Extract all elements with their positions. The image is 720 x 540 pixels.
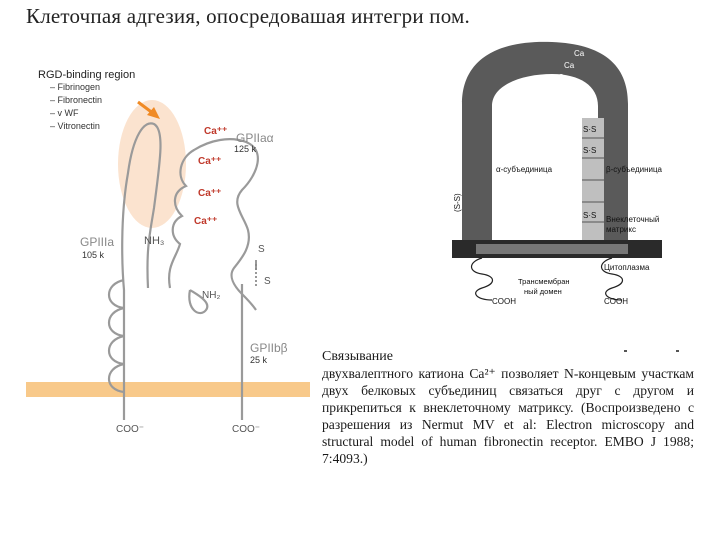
nh3-label: NH₃ [144,235,164,247]
membrane-inner [476,244,628,254]
caption-body: двухвалептного катиона Ca²⁺ позволяет N-… [322,366,694,466]
tm-label-1: Трансмембран [518,277,570,286]
matrix-label-2: матрикс [606,225,636,234]
page-title: Клеточпая адгезия, опосредовашая интегри… [26,4,470,28]
gp2b-alpha-tail [188,289,209,315]
alpha-label: α-субъединица [496,165,553,174]
caption-heading: Связывание [322,349,393,364]
gp3a-chain [121,122,162,420]
separator-dot-2 [676,350,679,352]
beta-tail-coil [600,257,624,301]
gp3a-label: GPIIIa [80,235,114,249]
arch-ca-2: Ca [564,61,575,70]
integrin-arch-diagram: Ca Ca Ca S·S S·S S·S (S-S) α-субъединица… [452,41,663,306]
s-label-1: S [258,244,265,255]
beta-subunit [582,118,604,240]
coo-label-left: COO⁻ [116,424,144,435]
beta-label: β-субъединица [606,165,663,174]
gp2b-alpha-chain [168,138,259,311]
ca-label-4: Ca⁺⁺ [194,216,217,227]
cooh-right: COOH [604,297,628,306]
alpha-subunit-arch [462,41,628,241]
separator-dot [624,350,627,352]
gp2b-alpha-label: GPIIaα [236,131,274,145]
ss-side-label: (S-S) [453,193,462,212]
alpha-tail-coil [470,257,494,301]
cytoplasm-label: Цитоплазма [604,263,650,272]
gp3a-mass: 105 k [82,250,105,260]
cell-membrane [26,382,310,397]
arch-ca-3: Ca [558,73,569,82]
figure-caption: Связывание двухвалептного катиона Ca²⁺ п… [322,348,694,467]
s-label-2: S [264,276,271,287]
integrin-chain-diagram: RGD-binding region – Fibrinogen – Fibron… [26,69,310,435]
ca-label-2: Ca⁺⁺ [198,156,221,167]
ss-label-1: S·S [583,125,596,134]
tm-label-2: ный домен [524,287,562,296]
gp2b-beta-label: GPIIbβ [250,341,288,355]
cooh-left: COOH [492,297,516,306]
gp3a-coil [107,278,125,394]
ligand-fibronectin: – Fibronectin [50,95,102,105]
ligand-vwf: – v WF [50,108,79,118]
rgd-binding-region [118,100,186,228]
matrix-label-1: Внеклеточный [606,215,659,224]
ca-label-3: Ca⁺⁺ [198,188,221,199]
ss-label-2: S·S [583,146,596,155]
ca-label-1: Ca⁺⁺ [204,126,227,137]
ligand-vitronectin: – Vitronectin [50,121,100,131]
rgd-arrow-head [147,107,160,119]
gp2b-beta-mass: 25 k [250,355,268,365]
coo-label-right: COO⁻ [232,424,260,435]
rgd-region-title: RGD-binding region [38,69,135,81]
nh2-label: NH₂ [202,290,220,301]
arch-ca-1: Ca [574,49,585,58]
ss-label-3: S·S [583,211,596,220]
gp2b-alpha-mass: 125 k [234,144,257,154]
ligand-fibrinogen: – Fibrinogen [50,82,100,92]
